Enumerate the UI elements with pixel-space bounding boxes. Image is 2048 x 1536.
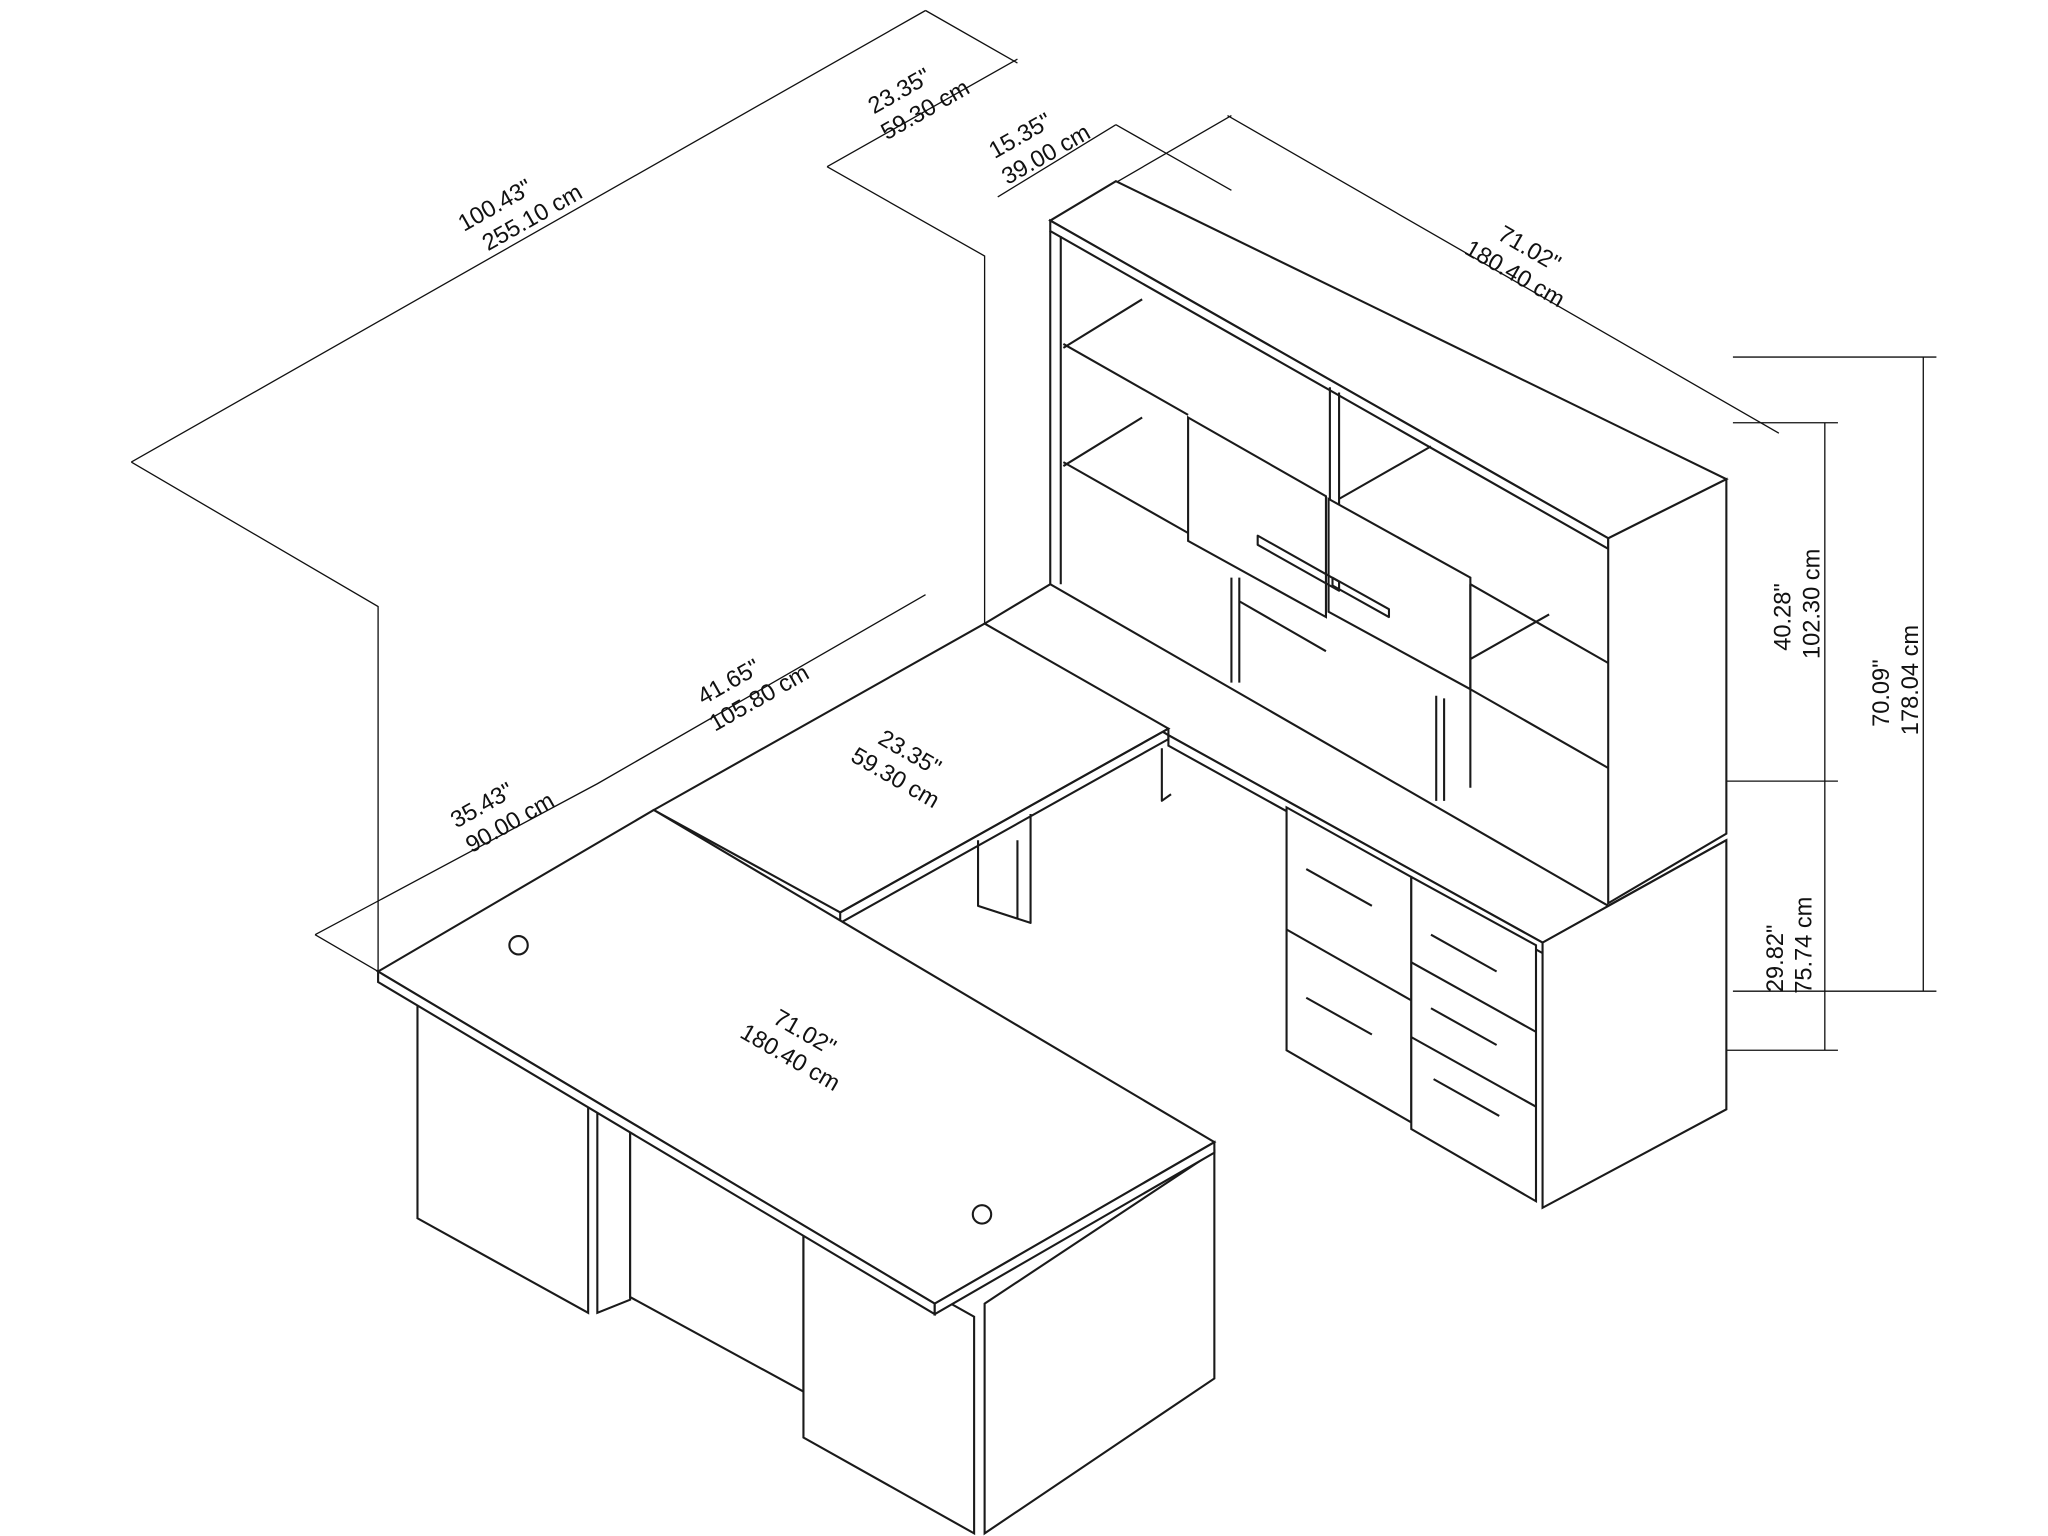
dim-credenza-depth: 23.35" 59.30 cm: [864, 64, 974, 146]
dim-overall-depth: 100.43" 255.10 cm: [454, 175, 587, 257]
desk: [376, 808, 1217, 1536]
dim-hutch-width: 71.02" 180.40 cm: [1460, 221, 1569, 313]
svg-text:75.74 cm: 75.74 cm: [1792, 897, 1818, 994]
dim-bridge-length: 41.65" 105.80 cm: [693, 655, 813, 738]
dim-hutch-height: 40.28" 102.30 cm: [1771, 549, 1826, 659]
bridge: [651, 622, 1172, 924]
dim-desk-height: 29.82" 75.74 cm: [1763, 897, 1818, 994]
dim-desk-depth: 35.43" 90.00 cm: [447, 778, 559, 859]
svg-text:29.82": 29.82": [1763, 925, 1789, 993]
svg-text:178.04 cm: 178.04 cm: [1898, 625, 1924, 735]
svg-text:40.28": 40.28": [1771, 583, 1797, 651]
hutch: [1048, 179, 1729, 906]
credenza: [982, 582, 1728, 1210]
svg-text:102.30 cm: 102.30 cm: [1800, 549, 1826, 659]
dim-hutch-depth: 15.35" 39.00 cm: [985, 108, 1095, 190]
dim-overall-height: 70.09" 178.04 cm: [1869, 625, 1924, 735]
svg-text:70.09": 70.09": [1869, 659, 1895, 727]
